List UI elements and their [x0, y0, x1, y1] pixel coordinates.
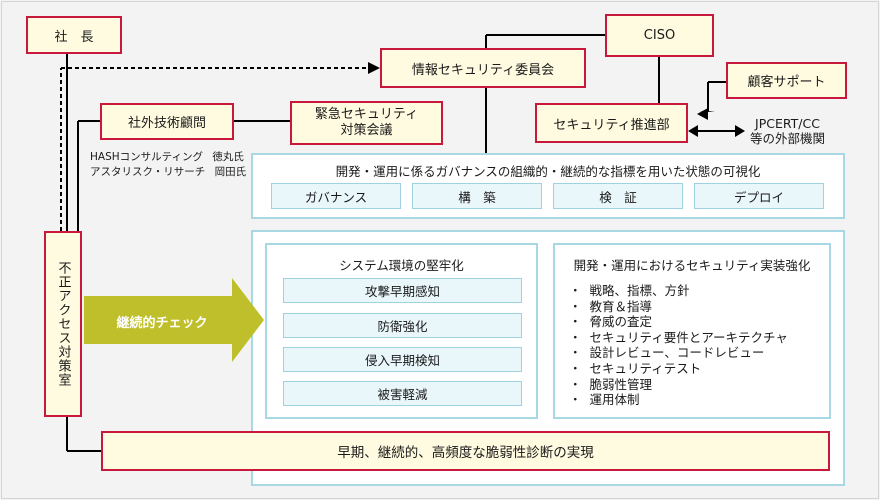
implementation-panel: 開発・運用におけるセキュリティ実装強化 戦略、指標、方針 教育＆指導 脅威の査定… [553, 243, 831, 419]
implementation-list: 戦略、指標、方針 教育＆指導 脅威の査定 セキュリティ要件とアーキテクチャ 設計… [569, 283, 788, 408]
hardening-tile: 攻撃早期感知 [283, 278, 522, 303]
governance-title: 開発・運用に係るガバナンスの組織的・継続的な指標を用いた状態の可視化 [335, 164, 761, 179]
ciso-label: CISO [643, 28, 676, 43]
list-item: 戦略、指標、方針 [569, 283, 788, 299]
external-orgs-line1: JPCERT/CC [755, 116, 820, 131]
external-arrowhead-left [688, 125, 698, 137]
bottom-goal-box: 早期、継続的、高頻度な脆弱性診断の実現 [101, 431, 830, 471]
emergency-meeting-line2: 対策会議 [340, 123, 393, 138]
continuous-check-label: 継続的チェック [116, 316, 208, 331]
external-arrowhead-right [735, 125, 745, 137]
infosec-committee-box: 情報セキュリティ委員会 [380, 48, 586, 88]
list-item: セキュリティテスト [569, 361, 788, 377]
governance-tile: ガバナンス [271, 183, 401, 209]
hardening-title: システム環境の堅牢化 [339, 258, 464, 273]
bottom-goal-label: 早期、継続的、高頻度な脆弱性診断の実現 [337, 445, 594, 461]
external-advisor-label: 社外技術顧問 [127, 116, 206, 131]
president-label: 社 長 [54, 29, 94, 45]
emergency-meeting-box: 緊急セキュリティ 対策会議 [290, 101, 443, 145]
list-item: 教育＆指導 [569, 299, 788, 315]
list-item: セキュリティ要件とアーキテクチャ [569, 330, 788, 346]
governance-tile: デプロイ [694, 183, 824, 209]
ciso-box: CISO [605, 14, 714, 57]
hardening-tile: 侵入早期検知 [283, 347, 522, 372]
dotted-arrowhead [368, 62, 380, 74]
advisor-name: 岡田氏 [214, 166, 247, 178]
president-box: 社 長 [26, 16, 122, 54]
fraud-office-box: 不正アクセス対策室 [44, 231, 82, 417]
hardening-tile: 防衛強化 [283, 313, 522, 338]
advisor-org: HASHコンサルティング [90, 151, 204, 163]
list-item: 設計レビュー、コードレビュー [569, 345, 788, 361]
implementation-title: 開発・運用におけるセキュリティ実装強化 [573, 258, 811, 273]
security-dept-label: セキュリティ推進部 [553, 117, 670, 133]
advisor-org: アスタリスク・リサーチ [90, 166, 206, 178]
external-orgs: JPCERT/CC 等の外部機関 [750, 116, 825, 146]
advisor-name: 徳丸氏 [212, 151, 244, 163]
external-advisor-box: 社外技術顧問 [100, 103, 234, 140]
hardening-tile: 被害軽減 [283, 381, 522, 406]
support-arrowhead-2 [697, 108, 708, 120]
governance-tile: 構 築 [412, 183, 542, 209]
governance-tile: 検 証 [553, 183, 683, 209]
arrow-shape [84, 278, 264, 362]
advisor-row: HASHコンサルティング 徳丸氏 [90, 150, 246, 165]
continuous-check-arrow [84, 278, 264, 362]
list-item: 脅威の査定 [569, 314, 788, 330]
hardening-panel: システム環境の堅牢化 攻撃早期感知 防衛強化 侵入早期検知 被害軽減 [265, 243, 538, 419]
customer-support-box: 顧客サポート [726, 62, 847, 99]
advisor-list: HASHコンサルティング 徳丸氏 アスタリスク・リサーチ 岡田氏 [90, 150, 246, 180]
infosec-committee-label: 情報セキュリティ委員会 [411, 62, 555, 78]
list-item: 脆弱性管理 [569, 377, 788, 393]
governance-panel: 開発・運用に係るガバナンスの組織的・継続的な指標を用いた状態の可視化 ガバナンス… [251, 153, 845, 219]
customer-support-label: 顧客サポート [747, 75, 826, 90]
advisor-row: アスタリスク・リサーチ 岡田氏 [90, 165, 246, 180]
emergency-meeting-line1: 緊急セキュリティ [314, 107, 419, 122]
external-orgs-line2: 等の外部機関 [750, 131, 826, 146]
fraud-office-label: 不正アクセス対策室 [55, 261, 71, 387]
list-item: 運用体制 [569, 392, 788, 408]
security-dept-box: セキュリティ推進部 [535, 103, 688, 143]
